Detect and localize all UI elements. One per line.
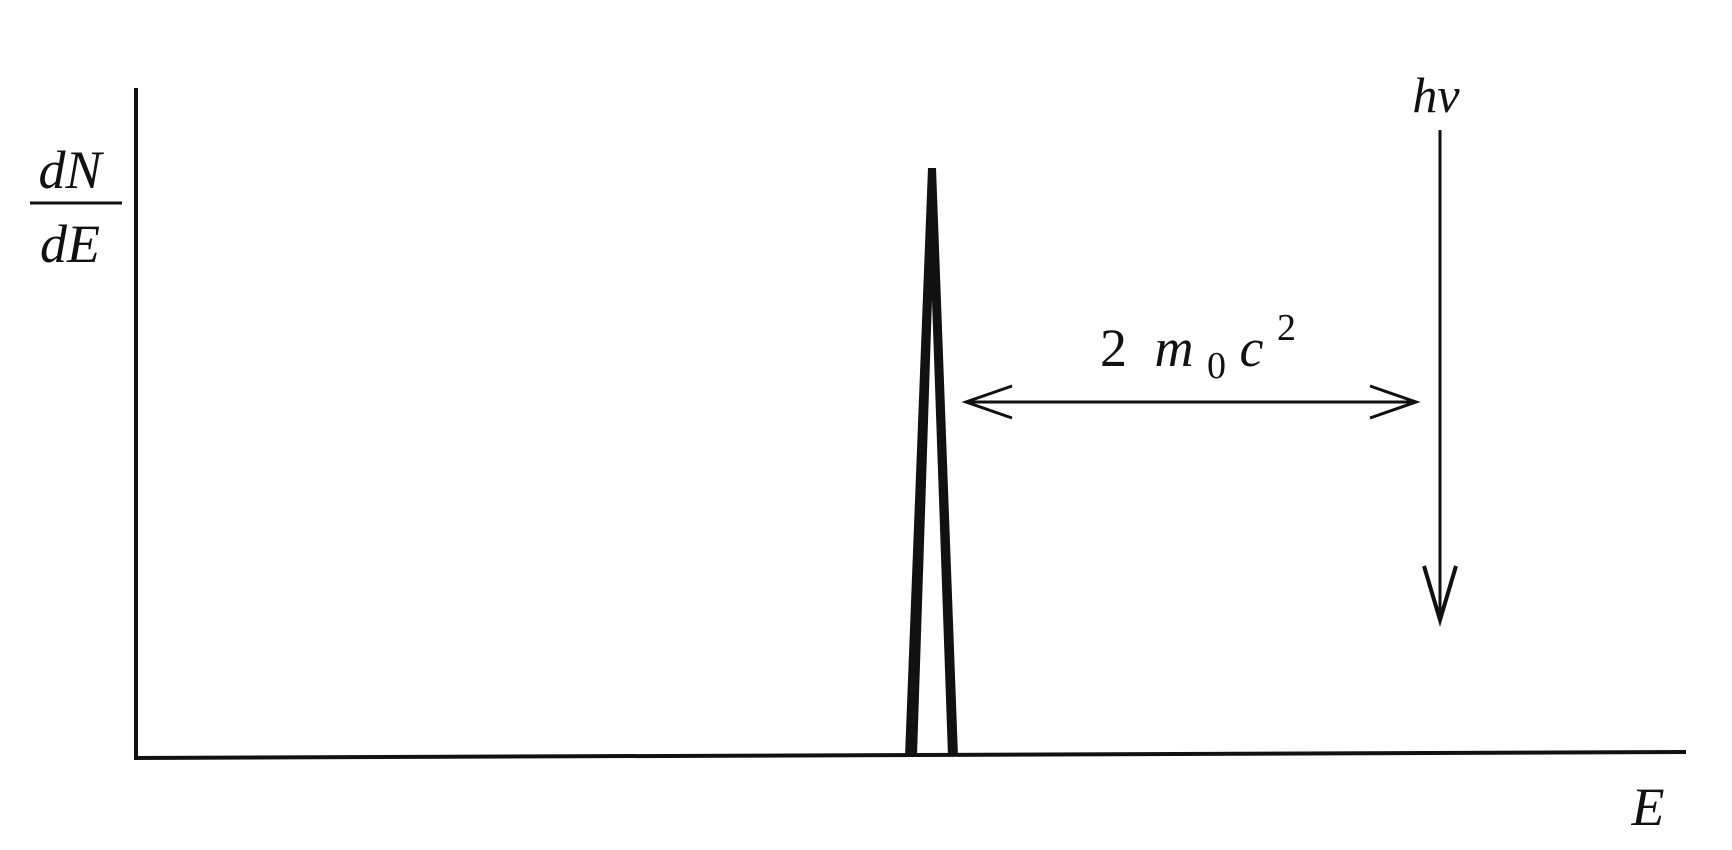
gap-mass-symbol: m <box>1155 318 1194 378</box>
x-axis-label: E <box>1631 777 1665 837</box>
gap-energy-label: 2 m 0 c 2 <box>1100 307 1296 390</box>
photon-energy-label: hν <box>1412 67 1460 123</box>
gap-mass-subscript: 0 <box>1207 345 1226 387</box>
photon-energy-arrow <box>1422 130 1458 628</box>
y-label-denominator: dE <box>40 214 100 274</box>
gap-c-symbol: c <box>1240 318 1264 378</box>
y-label-numerator: dN <box>38 140 104 200</box>
escape-peak <box>905 168 958 756</box>
y-axis-label: dN dE <box>30 140 122 274</box>
gap-double-arrow <box>961 384 1421 420</box>
gap-prefix: 2 <box>1100 318 1127 378</box>
gap-c-exponent: 2 <box>1277 307 1296 349</box>
